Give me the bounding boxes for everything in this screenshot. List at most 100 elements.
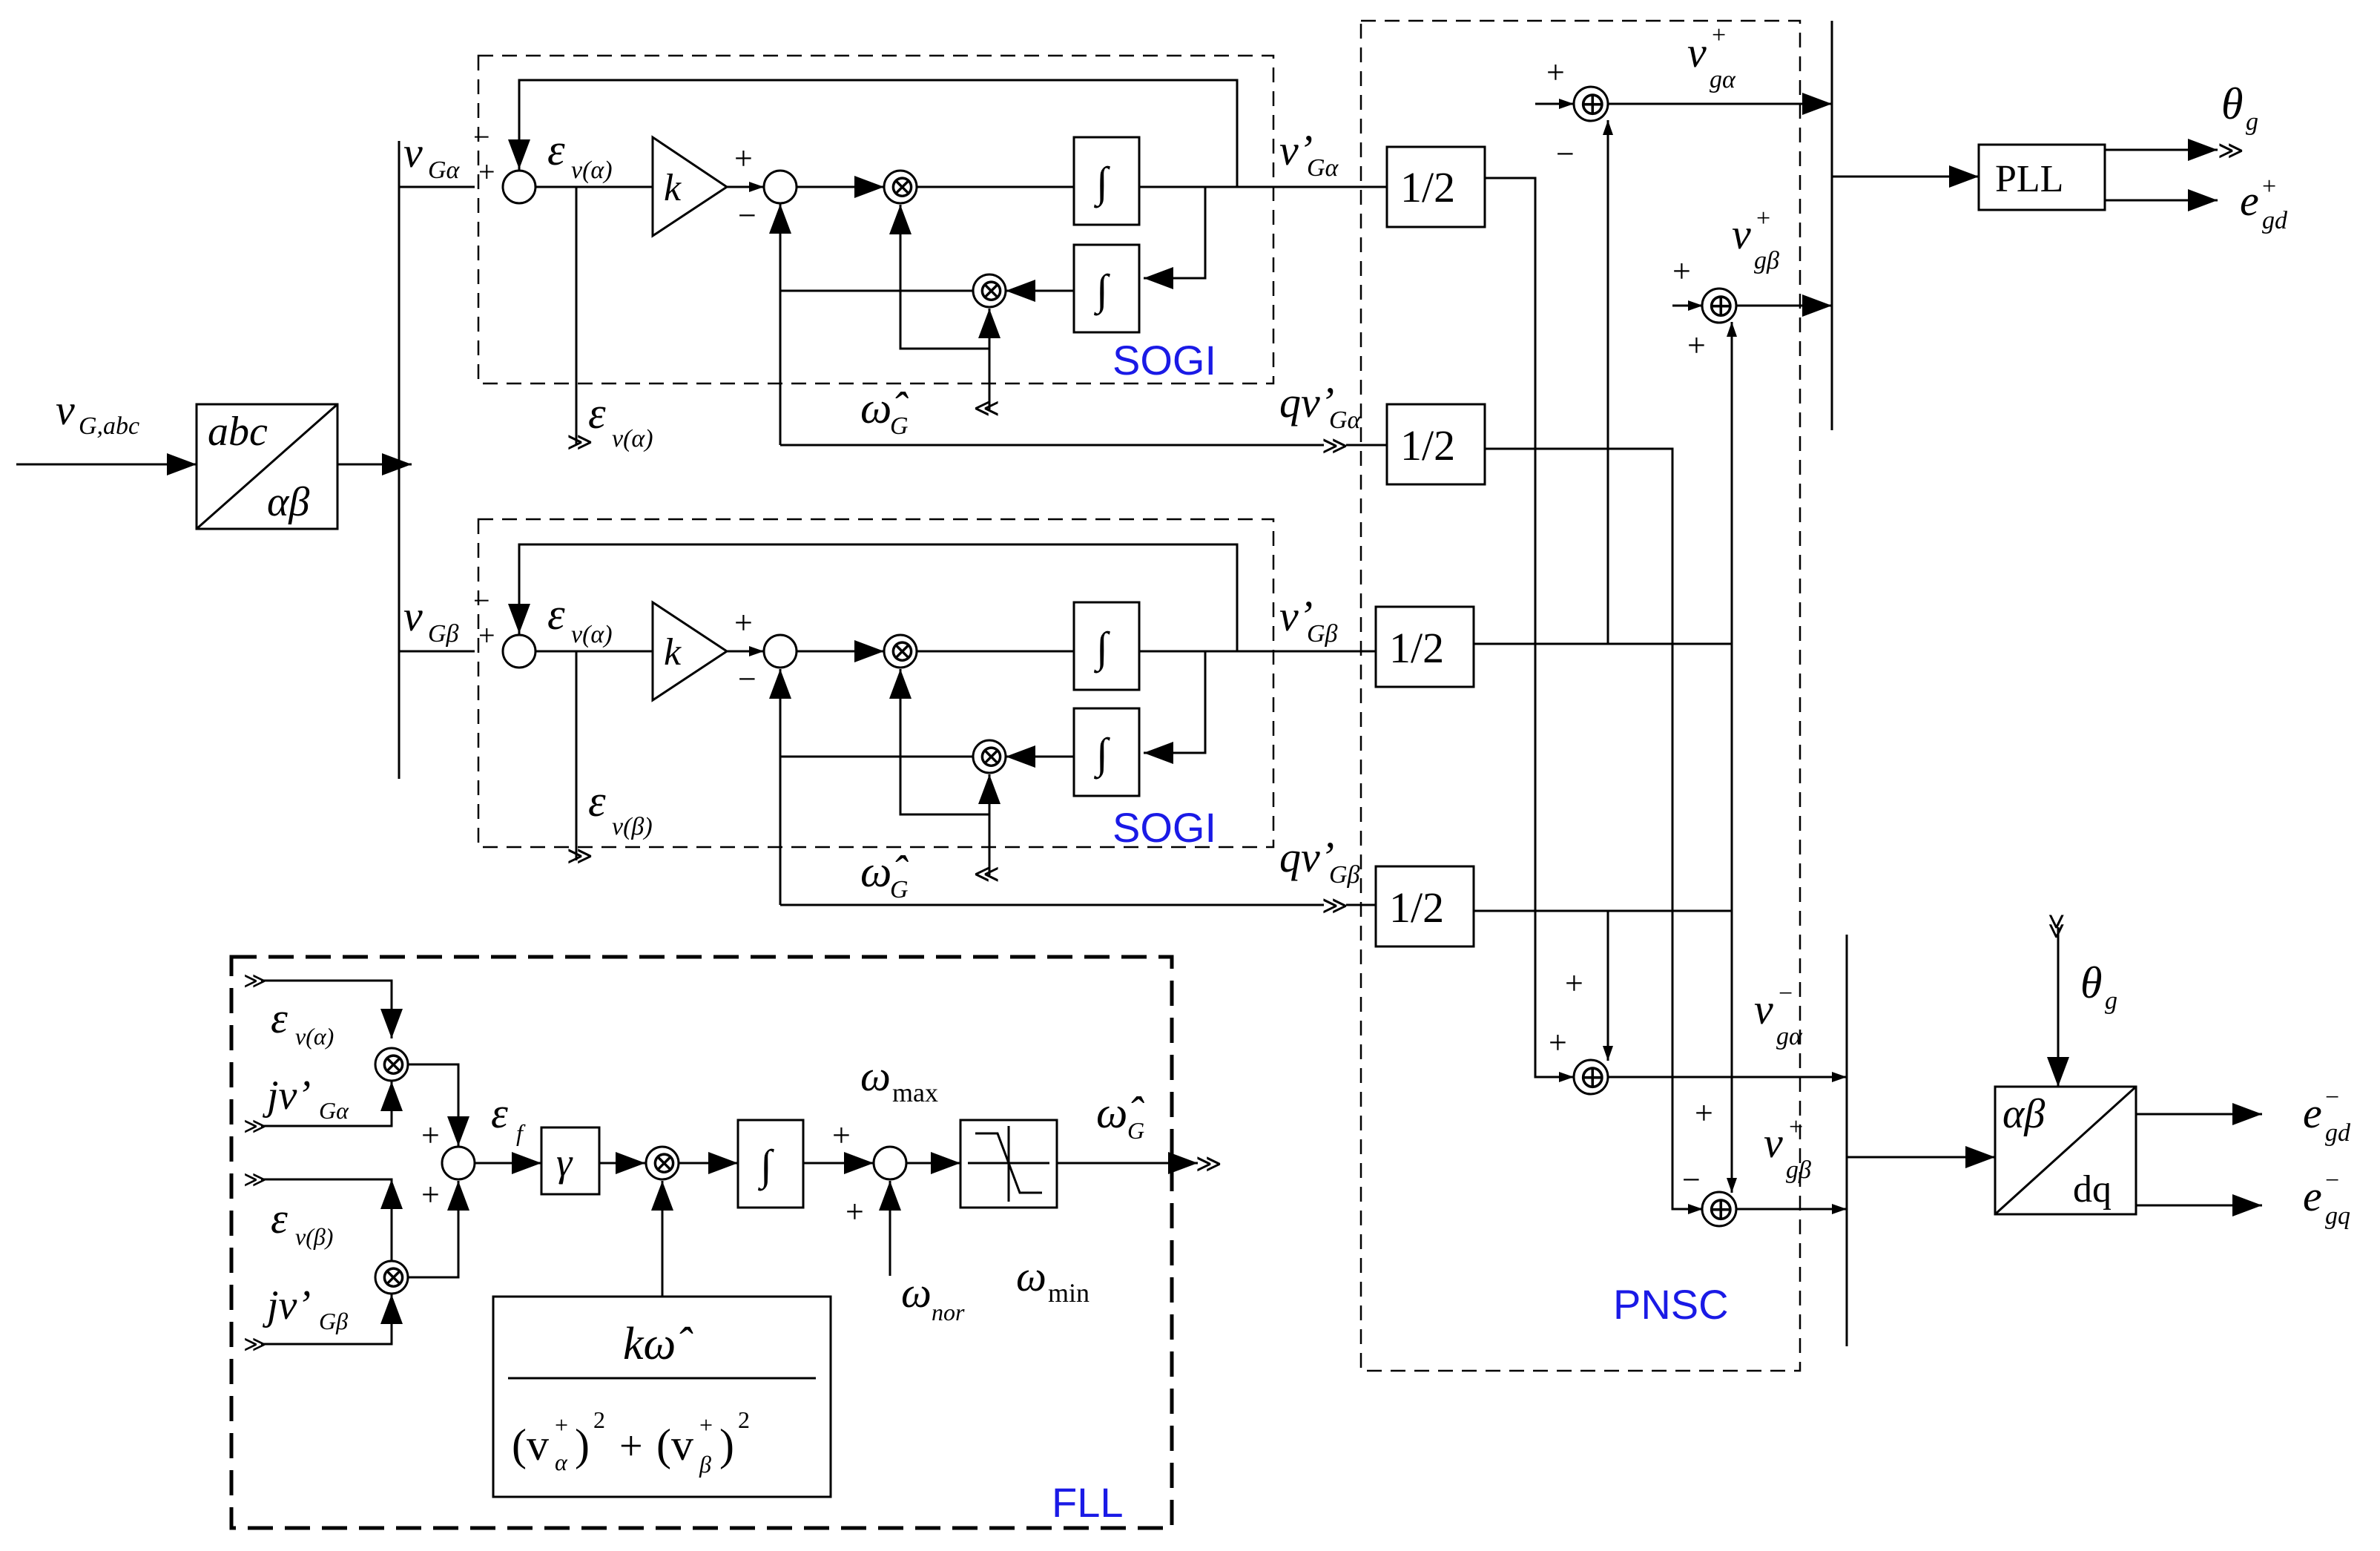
- svg-text:v(β): v(β): [295, 1223, 333, 1250]
- sogi-beta-label: SOGI: [1112, 804, 1216, 851]
- half-block-3: [1374, 605, 1475, 688]
- pll-section: PLL ≫ θ g e + gd: [1830, 21, 2288, 430]
- svg-text:jv’: jv’: [263, 1282, 311, 1328]
- qvprime-gb-sub: Gβ: [1329, 861, 1360, 889]
- svg-text:−: −: [1682, 1162, 1701, 1198]
- gamma-block: [540, 1126, 601, 1196]
- integrator-1b-label: ∫: [1093, 623, 1110, 674]
- pnsc-region: [1359, 19, 1802, 1372]
- svg-text:−: −: [2325, 1084, 2339, 1111]
- svg-text:G: G: [1127, 1117, 1144, 1144]
- svg-text:⊗: ⊗: [380, 1258, 407, 1296]
- svg-text:ε: ε: [271, 994, 288, 1042]
- abdq-label-top: αβ: [2002, 1091, 2045, 1137]
- svg-text:gq: gq: [2325, 1202, 2350, 1230]
- svg-text:): ): [575, 1420, 590, 1469]
- integrator-2b-label: ∫: [1093, 729, 1110, 780]
- route-qva: [1485, 447, 1703, 1214]
- sogi-alpha-region: [477, 54, 1275, 385]
- sum-junction-1b: [501, 633, 537, 669]
- svg-text:+: +: [1687, 327, 1706, 363]
- integrator-1a-label: ∫: [1093, 158, 1110, 208]
- svg-text:gd: gd: [2262, 207, 2288, 234]
- svg-text:v: v: [1754, 985, 1773, 1033]
- svg-text:nor: nor: [932, 1299, 965, 1326]
- omega-in-1a-mark: ≫: [973, 394, 1000, 424]
- multiplier-1b-sign: ⊗: [889, 632, 916, 670]
- svg-text:≫: ≫: [1322, 431, 1348, 461]
- vga-label: v: [403, 128, 423, 177]
- eps-alpha-sub: v(α): [571, 157, 613, 184]
- svg-text:gβ: gβ: [1754, 247, 1779, 274]
- sum-junction-2b: [762, 633, 798, 669]
- sum1a-plus: +: [478, 155, 495, 188]
- svg-text:2: 2: [738, 1406, 750, 1433]
- sum2a-plus: +: [734, 140, 753, 177]
- svg-text:ε: ε: [271, 1194, 288, 1242]
- svg-text:+: +: [1695, 1095, 1713, 1131]
- err-tap-1b-mark: ≫: [567, 841, 593, 871]
- half-block-4: [1374, 865, 1475, 948]
- svg-text:+: +: [1565, 965, 1583, 1001]
- multiplier-2a-sign: ⊗: [978, 271, 1005, 309]
- half-block-1-label: 1/2: [1400, 163, 1455, 211]
- svg-text:≫: ≫: [2218, 136, 2244, 165]
- vgb-label: v: [403, 592, 423, 640]
- sogi-alpha: SOGI v Gα + − ε v(α) ≫ ε v(α) k + − ⊗ ∫ …: [403, 54, 1387, 461]
- svg-text:+: +: [421, 1176, 440, 1213]
- gain-k-2-label: k: [664, 631, 682, 674]
- fll-region: [229, 955, 1174, 1530]
- vga-sub: Gα: [428, 157, 461, 184]
- svg-text:≫: ≫: [1196, 1149, 1222, 1179]
- sum1b-plus: +: [478, 619, 495, 652]
- sogi-beta-region: [477, 518, 1275, 849]
- svg-text:(v: (v: [512, 1420, 549, 1469]
- sum-junction-1a: [501, 169, 537, 205]
- pll-block: [1977, 143, 2106, 211]
- svg-text:−: −: [2325, 1167, 2339, 1194]
- half-block-2-label: 1/2: [1400, 421, 1455, 470]
- err-tap-1a-mark: ≫: [567, 427, 593, 457]
- svg-text:+: +: [845, 1193, 864, 1230]
- omega-hat-1b-sub: G: [890, 876, 909, 903]
- qvprime-ga-sub: Gα: [1329, 406, 1362, 434]
- svg-text:jv’: jv’: [263, 1073, 311, 1119]
- route-va: [1485, 177, 1574, 1082]
- svg-text:⊗: ⊗: [380, 1045, 407, 1083]
- svg-text:+: +: [699, 1412, 713, 1438]
- svg-text:): ): [719, 1420, 734, 1469]
- omega-nor: ω: [901, 1268, 932, 1317]
- integrator-1a: [1072, 136, 1141, 226]
- abc-alphabeta-diagonal: [196, 403, 338, 530]
- svg-text:≫: ≫: [1322, 891, 1348, 921]
- vprime-ga-label: v’: [1279, 126, 1313, 174]
- omega-hat-1a-sub: G: [890, 412, 909, 440]
- omega-min: ω: [1016, 1252, 1046, 1300]
- svg-text:−: −: [1779, 980, 1793, 1007]
- qvprime-gb-label: qv’: [1279, 833, 1334, 881]
- svg-text:β: β: [699, 1451, 711, 1478]
- eps-out-alpha-label: ε: [588, 389, 606, 438]
- pnsc-label: PNSC: [1613, 1281, 1729, 1328]
- route-vb: [1474, 120, 1613, 645]
- svg-text:⊕: ⊕: [1707, 1188, 1735, 1228]
- svg-text:≫: ≫: [2042, 913, 2071, 940]
- integrator-2b: [1072, 707, 1141, 797]
- svg-text:(v: (v: [656, 1420, 693, 1469]
- svg-text:gβ: gβ: [1786, 1156, 1811, 1184]
- svg-text:+: +: [1712, 22, 1726, 49]
- fll: FLL ≫ ε v(α) ≫ jv’ Gα ⊗ ≫ ε v(β) ≫ jv’ G…: [229, 955, 1222, 1530]
- svg-text:g: g: [2105, 987, 2117, 1015]
- eps-out-beta-label: ε: [588, 777, 606, 826]
- svg-text:v: v: [1687, 28, 1707, 76]
- gain-k-1: [651, 135, 729, 238]
- fll-label: FLL: [1052, 1479, 1124, 1526]
- abc-label: abc: [208, 409, 268, 455]
- svg-text:+: +: [1672, 253, 1691, 289]
- svg-text:⊕: ⊕: [1578, 1056, 1607, 1096]
- sogi-beta: SOGI v Gβ + − ε v(α) ≫ ε v(β) k + − ⊗ ∫ …: [403, 518, 1376, 921]
- multiplier-2b-sign: ⊗: [978, 737, 1005, 775]
- vprime-gb-sub: Gβ: [1307, 620, 1338, 648]
- fll-sum-2: [872, 1145, 908, 1181]
- svg-text:Gβ: Gβ: [319, 1308, 348, 1334]
